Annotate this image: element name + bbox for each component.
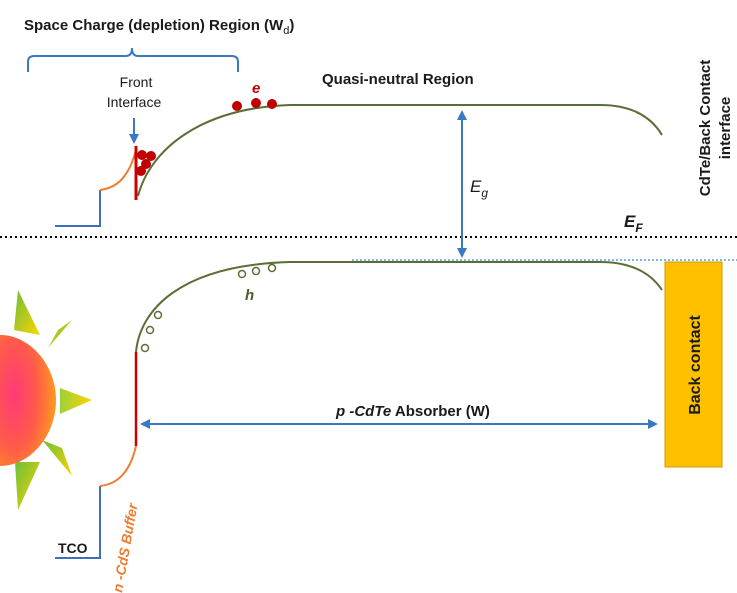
electron bbox=[267, 99, 277, 109]
absorber-label-rest: Absorber (W) bbox=[391, 403, 490, 420]
hole bbox=[267, 263, 277, 273]
front-interface-label-line1: Front bbox=[120, 74, 153, 90]
hole bbox=[251, 266, 261, 276]
electron bbox=[232, 101, 242, 111]
absorber-label-italic: p -CdTe bbox=[335, 403, 391, 420]
back-interface-label-line1: CdTe/Back Contact bbox=[697, 60, 714, 196]
sun-icon bbox=[0, 290, 92, 510]
fermi-level-subscript: F bbox=[635, 221, 643, 235]
buffer-label: n -CdS Buffer bbox=[109, 501, 141, 593]
electron bbox=[251, 98, 261, 108]
quasi-neutral-label: Quasi-neutral Region bbox=[322, 71, 474, 88]
hole bbox=[237, 269, 247, 279]
sun-disc bbox=[0, 335, 56, 466]
electron bbox=[146, 151, 156, 161]
electron bbox=[136, 166, 146, 176]
hole bbox=[153, 310, 163, 320]
buffer-band-lower bbox=[99, 445, 137, 487]
depletion-brace bbox=[27, 47, 239, 72]
sun-ray bbox=[42, 440, 72, 476]
electron bbox=[137, 150, 147, 160]
absorber-label: p -CdTe Absorber (W) bbox=[335, 403, 490, 420]
tco-label: TCO bbox=[58, 540, 88, 556]
hole bbox=[145, 325, 155, 335]
holes bbox=[140, 263, 277, 353]
sun-ray bbox=[48, 320, 72, 348]
hole-label: h bbox=[245, 287, 254, 304]
fermi-level-label: EF bbox=[624, 212, 643, 235]
front-interface-label-line2: Interface bbox=[107, 94, 162, 110]
electron-label: e bbox=[252, 80, 260, 97]
space-charge-label: Space Charge (depletion) Region (Wd) bbox=[24, 17, 294, 37]
sun-ray bbox=[60, 388, 92, 414]
sun-ray bbox=[14, 290, 40, 335]
back-contact-label: Back contact bbox=[687, 315, 704, 415]
back-interface-label-line2: interface bbox=[717, 97, 734, 160]
sun-ray bbox=[15, 462, 40, 510]
tco-band-lower bbox=[55, 486, 101, 559]
tco-band-upper bbox=[55, 190, 101, 227]
conduction-band bbox=[137, 104, 663, 197]
buffer-band-upper bbox=[99, 149, 137, 191]
valence-band bbox=[135, 261, 663, 353]
electron bbox=[141, 159, 151, 169]
back-contact-box bbox=[664, 261, 723, 468]
hole bbox=[140, 343, 150, 353]
electrons bbox=[136, 98, 277, 176]
band-gap-subscript: g bbox=[481, 186, 488, 200]
space-charge-subscript: d bbox=[283, 25, 289, 37]
space-charge-close: ) bbox=[289, 17, 294, 34]
band-gap-label: Eg bbox=[470, 177, 488, 200]
